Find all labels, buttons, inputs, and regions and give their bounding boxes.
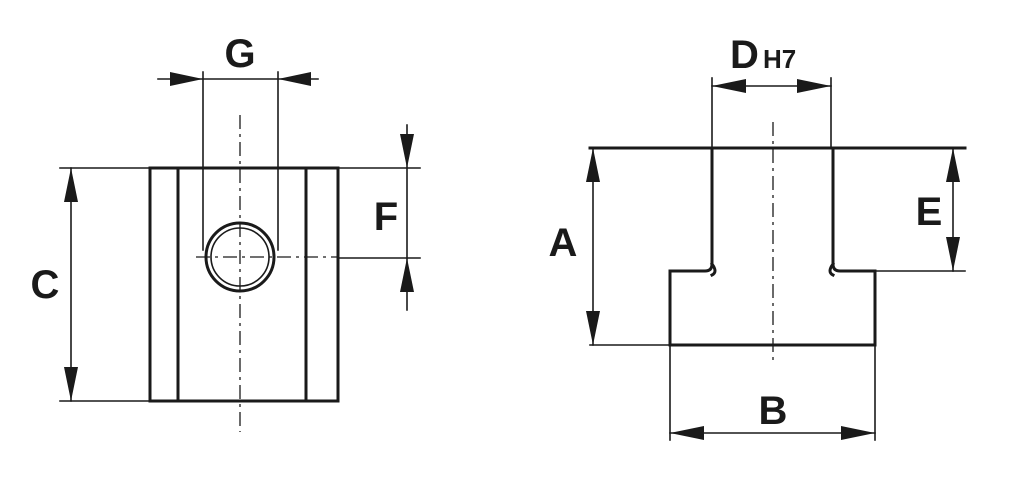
dimension-F: F xyxy=(337,124,421,311)
dimension-G-label: G xyxy=(224,32,255,76)
dimension-E-label: E xyxy=(916,190,943,234)
dimension-F-arrow-bottom xyxy=(400,258,414,292)
dimension-D-arrow-left xyxy=(712,79,746,93)
dimension-B-arrow-right xyxy=(841,426,875,440)
side-view-undercut-left xyxy=(709,261,717,278)
dimension-F-arrow-top xyxy=(400,134,414,168)
dimension-A: A xyxy=(549,147,600,346)
dimension-D-arrow-right xyxy=(797,79,831,93)
dimension-G-arrow-right xyxy=(278,72,311,86)
dimension-A-arrow-bottom xyxy=(586,311,600,345)
dimension-F-label: F xyxy=(374,195,398,239)
side-view xyxy=(588,122,967,362)
dimension-C-label: C xyxy=(31,263,60,307)
dimension-B-arrow-left xyxy=(670,426,704,440)
dimension-D-tolerance: H7 xyxy=(763,44,796,74)
dimension-G: G xyxy=(157,32,319,251)
dimension-A-arrow-top xyxy=(586,148,600,182)
dimension-E-arrow-top xyxy=(946,148,960,182)
dimension-E-arrow-bottom xyxy=(946,237,960,271)
dimension-D-label: D xyxy=(730,33,759,77)
dimension-C-arrow-bottom xyxy=(64,367,78,401)
dimension-C: C xyxy=(31,167,151,402)
front-view xyxy=(148,115,340,432)
dimension-A-label: A xyxy=(549,221,578,265)
dimension-G-arrow-left xyxy=(170,72,203,86)
dimension-B: B xyxy=(669,344,876,441)
dimension-D: D H7 xyxy=(711,33,832,149)
dimension-E: E xyxy=(874,147,966,272)
dimension-C-arrow-top xyxy=(64,168,78,202)
side-view-undercut-right xyxy=(828,261,836,278)
front-view-body-outline xyxy=(148,166,340,403)
dimension-B-label: B xyxy=(759,389,788,433)
